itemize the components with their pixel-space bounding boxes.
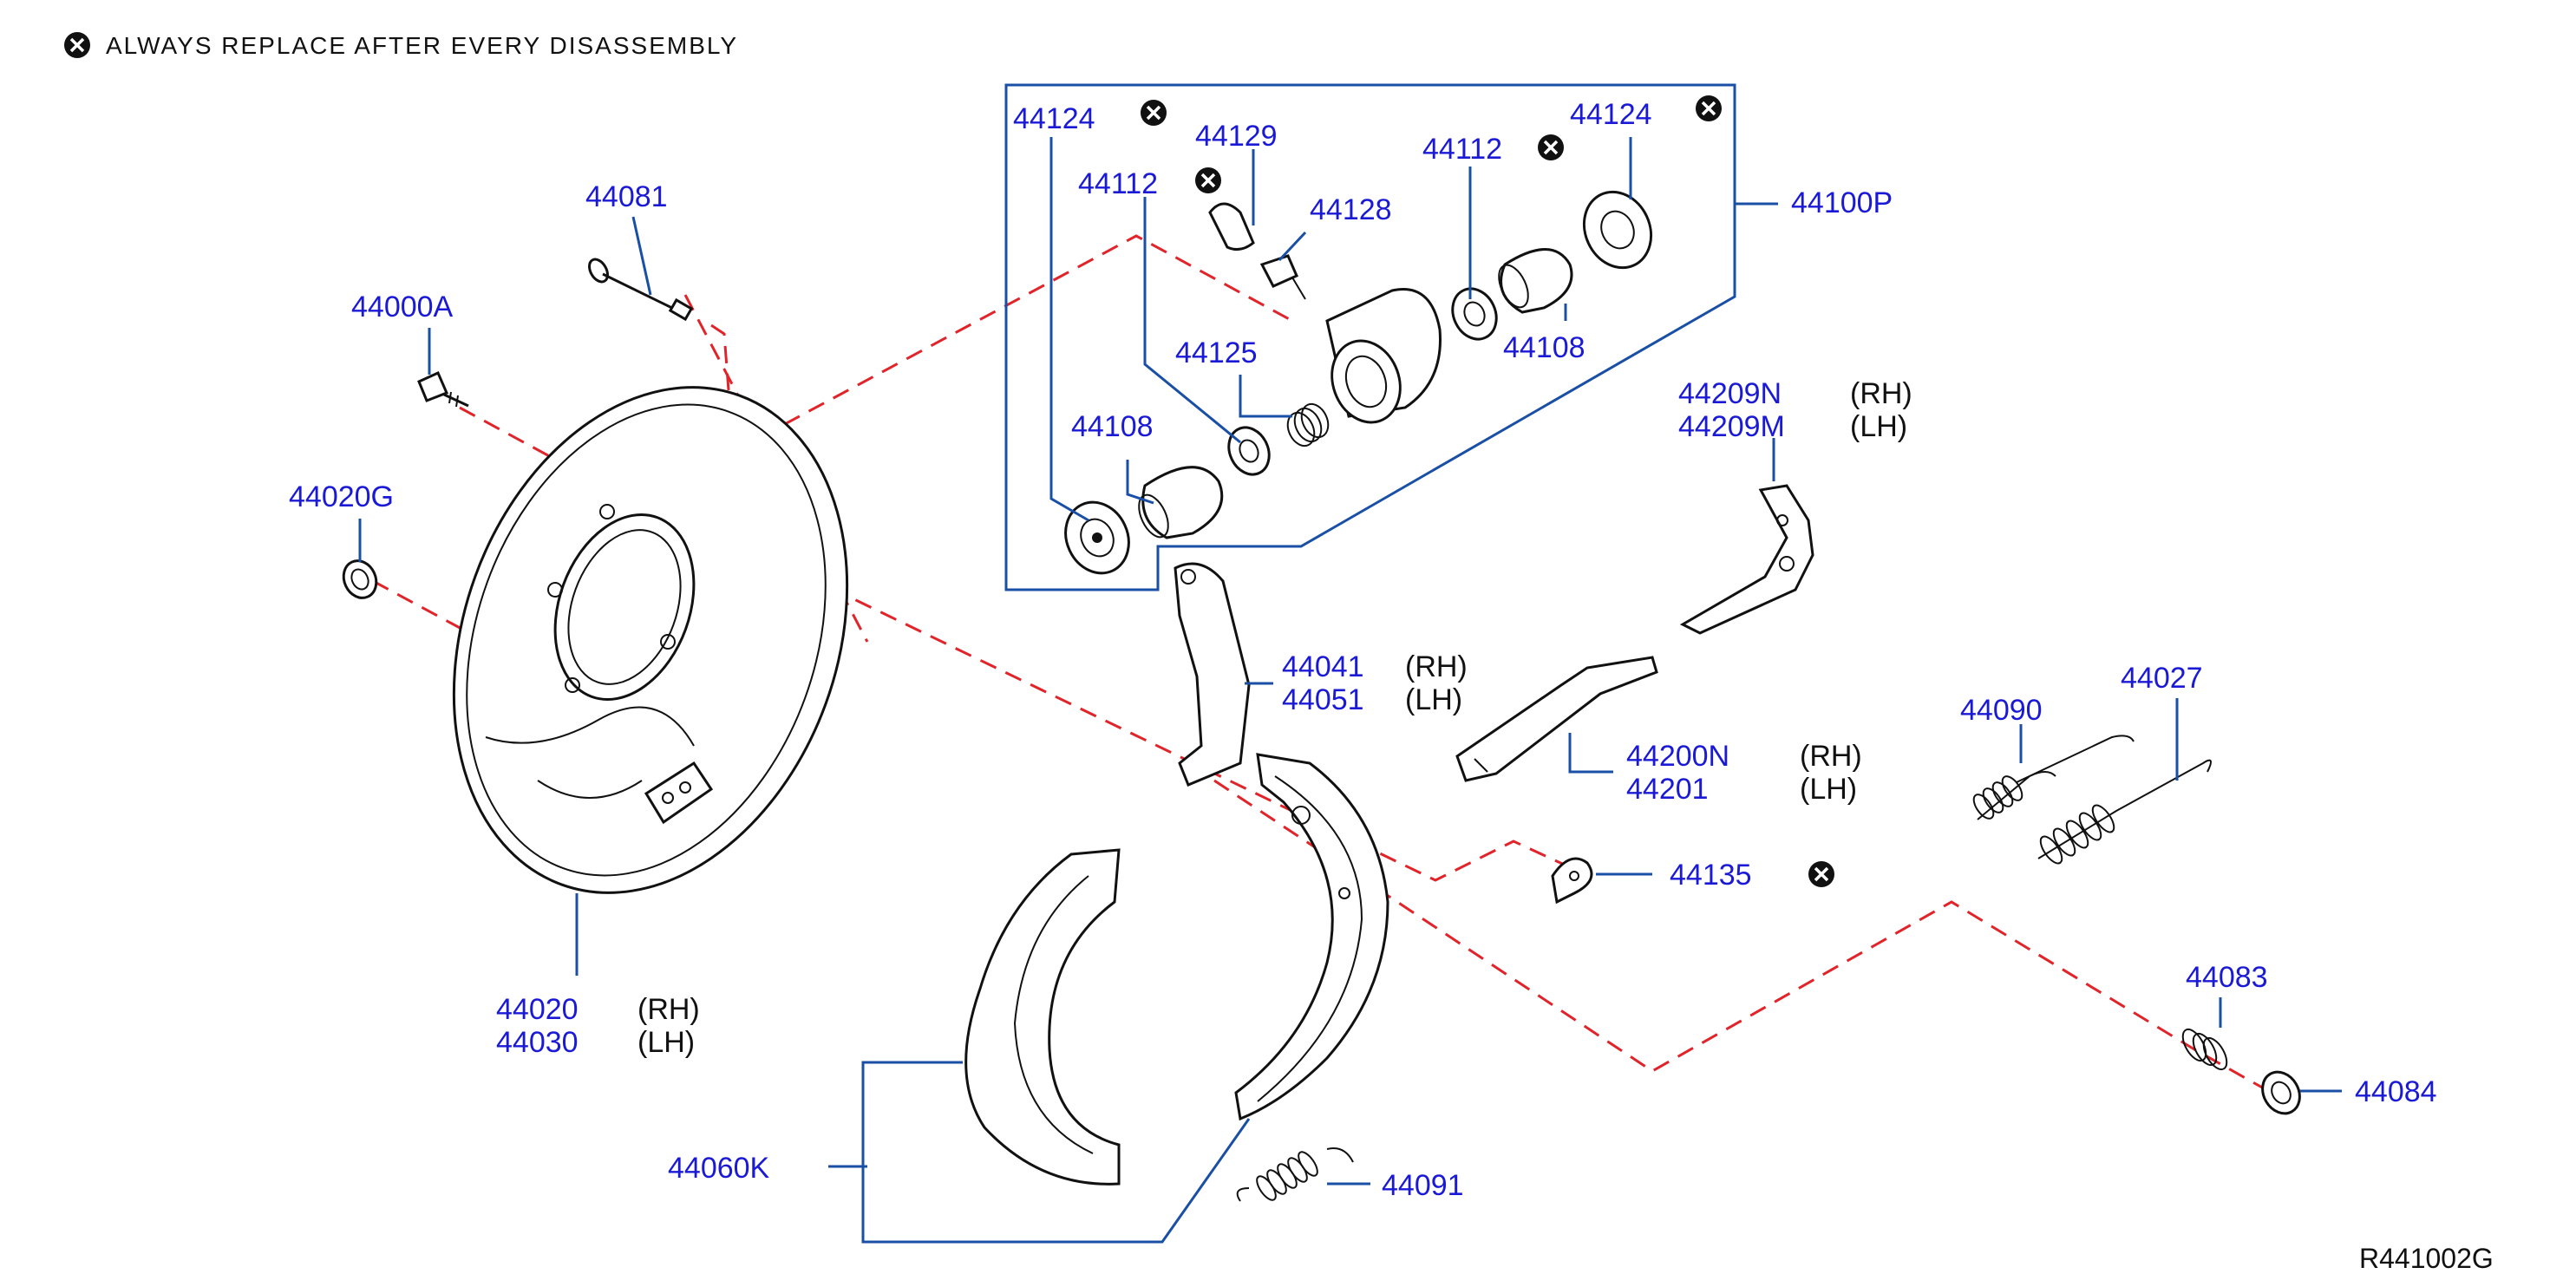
kit-box-outline	[1004, 83, 1736, 591]
part-number-44041: 44041	[1282, 650, 1364, 683]
side-label-rh: (RH)	[1850, 377, 1912, 410]
pin-44081	[588, 258, 694, 322]
side-labels: (RH) (LH) (RH) (LH) (RH) (LH) (RH) (LH)	[637, 377, 1912, 1059]
part-number-44108-left: 44108	[1071, 410, 1154, 443]
spring-44090	[1972, 735, 2135, 820]
x-circle-icon	[1696, 95, 1722, 121]
part-number-44083: 44083	[2186, 961, 2268, 994]
legend: ALWAYS REPLACE AFTER EVERY DISASSEMBLY	[64, 32, 738, 59]
spring-44125	[1286, 402, 1330, 448]
part-number-44125: 44125	[1175, 336, 1258, 369]
bolt-44000A	[417, 371, 469, 408]
brake-shoe-right	[1234, 753, 1389, 1121]
part-number-44020: 44020	[496, 993, 579, 1026]
part-number-44081: 44081	[585, 180, 668, 213]
part-number-44112-left: 44112	[1078, 167, 1158, 200]
plug-44020G	[342, 559, 378, 599]
part-number-44020G: 44020G	[289, 480, 394, 513]
adjuster-44200N	[1455, 656, 1658, 782]
x-circle-icon	[64, 32, 90, 58]
piston-cup-44112-right	[1451, 287, 1498, 341]
leader-lines	[1049, 137, 1632, 522]
cup-seal-44124-left	[1064, 500, 1130, 575]
spring-44083	[2181, 1028, 2228, 1071]
cup-seal-44124-right	[1582, 190, 1653, 270]
spring-44027	[2037, 759, 2212, 865]
part-number-44128: 44128	[1310, 193, 1392, 226]
part-number-44124-right: 44124	[1570, 98, 1652, 131]
side-label-lh: (LH)	[1405, 683, 1462, 716]
side-label-rh: (RH)	[1405, 650, 1468, 683]
reference-code: R441002G	[2359, 1243, 2494, 1274]
legend-text: ALWAYS REPLACE AFTER EVERY DISASSEMBLY	[106, 32, 738, 59]
part-number-44209M: 44209M	[1678, 410, 1785, 443]
part-number-44124-left: 44124	[1013, 102, 1095, 135]
part-number-44112-right: 44112	[1422, 133, 1502, 166]
part-number-44135: 44135	[1670, 859, 1752, 892]
piston-cup-44112-left	[1227, 426, 1271, 476]
part-number-44051: 44051	[1282, 683, 1364, 716]
spring-clip-44135	[1551, 857, 1593, 905]
bleeder-screw-44128	[1259, 254, 1306, 300]
piston-44108-left	[1138, 466, 1224, 539]
spring-44091	[1236, 1147, 1354, 1202]
x-circle-icon	[1195, 167, 1221, 193]
x-circle-icon	[1538, 134, 1564, 160]
side-label-lh: (LH)	[1850, 410, 1907, 443]
part-number-44030: 44030	[496, 1026, 579, 1059]
part-number-44100P: 44100P	[1791, 186, 1893, 219]
side-label-rh: (RH)	[637, 993, 700, 1026]
part-number-44090: 44090	[1960, 694, 2043, 727]
x-circle-icon	[1808, 861, 1834, 887]
part-number-44200N: 44200N	[1626, 740, 1729, 773]
strut-44041	[1174, 562, 1251, 787]
wheel-cylinder-body	[1325, 288, 1442, 424]
part-number-44027: 44027	[2121, 662, 2203, 695]
part-number-44000A: 44000A	[351, 291, 454, 323]
part-number-44060K: 44060K	[668, 1152, 770, 1185]
part-number-44084: 44084	[2355, 1075, 2437, 1108]
brake-shoe-left	[964, 848, 1121, 1186]
side-label-lh: (LH)	[1800, 773, 1857, 806]
side-label-lh: (LH)	[637, 1026, 695, 1059]
retainer-cup-44084	[2261, 1070, 2301, 1115]
bleeder-cap-44129	[1208, 202, 1255, 252]
part-number-44209N: 44209N	[1678, 377, 1782, 410]
lever-44209	[1679, 484, 1814, 635]
part-labels: 44124 44129 44112 44128 44112 44124 4410…	[289, 98, 2437, 1202]
part-number-44201: 44201	[1626, 773, 1709, 806]
side-label-rh: (RH)	[1800, 740, 1862, 773]
piston-44108-right	[1498, 248, 1573, 314]
backing-plate	[452, 386, 849, 894]
part-number-44129: 44129	[1195, 120, 1278, 153]
x-circle-icon	[1141, 100, 1167, 126]
part-number-44091: 44091	[1382, 1169, 1464, 1202]
part-number-44108-right: 44108	[1503, 331, 1585, 364]
